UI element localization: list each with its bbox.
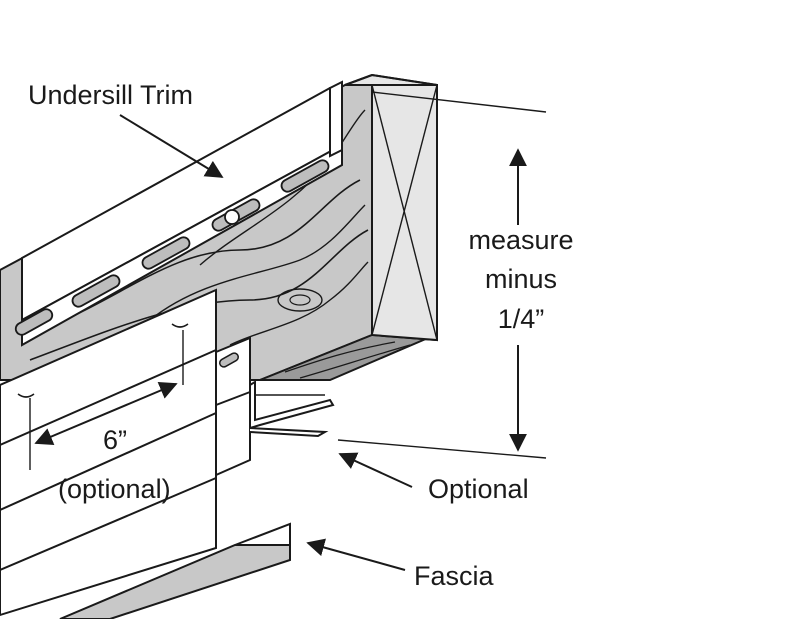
undersill-trim-arrow xyxy=(119,114,224,178)
undersill-trim-label: Undersill Trim xyxy=(28,80,194,110)
measure-label-line1: measure xyxy=(468,225,574,255)
measure-label-line2: minus xyxy=(484,264,558,294)
six-inch-label: 6” xyxy=(103,425,128,455)
beam-end-board xyxy=(344,73,438,342)
measure-label-line3: 1/4” xyxy=(497,304,545,334)
optional-paren-label: (optional) xyxy=(58,474,171,504)
callout-arrows xyxy=(119,114,413,571)
fascia-arrow xyxy=(306,538,406,571)
siding-panels xyxy=(0,288,251,617)
six-inch-arrow xyxy=(34,381,178,446)
optional-channel xyxy=(249,380,335,438)
fascia-label: Fascia xyxy=(414,561,494,591)
measure-guides xyxy=(29,91,547,470)
fascia-strip xyxy=(59,522,291,619)
undersill-trim-strip xyxy=(14,80,343,347)
optional-label: Optional xyxy=(428,474,529,504)
optional-arrow xyxy=(338,452,413,488)
